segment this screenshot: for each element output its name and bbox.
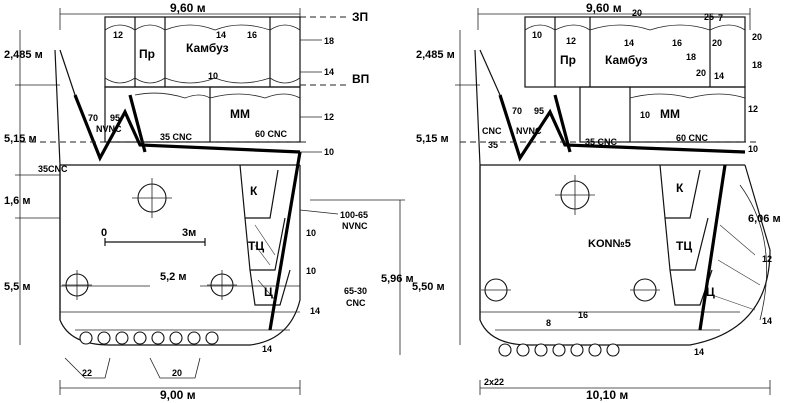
right-thick-12: 12 (566, 36, 576, 46)
right-thick-12b: 12 (748, 104, 758, 114)
right-thick-18: 18 (686, 52, 696, 62)
left-thick-10a: 10 (208, 71, 218, 81)
left-w-52: 5,2 м (160, 271, 187, 283)
left-room-k: К (250, 184, 258, 198)
left-h-mid: 5,15 м (4, 133, 37, 145)
left-thick-10b: 10 (324, 147, 334, 157)
right-room-k: К (676, 181, 684, 195)
left-room-mm: ММ (230, 107, 250, 121)
right-thick-8: 8 (546, 318, 551, 328)
right-room-mm: ММ (660, 107, 680, 121)
left-steel-nvnc: NVNC (96, 124, 122, 134)
right-steel-cnc: CNC (482, 126, 502, 136)
right-thick-7: 7 (718, 13, 723, 23)
right-h-mid: 5,15 м (416, 133, 449, 145)
right-steel-60cnc: 60 CNC (676, 133, 709, 143)
left-label-zp: ЗП (352, 10, 368, 24)
right-room-kambuz: Камбуз (605, 53, 648, 67)
left-steel-95: 95 (110, 113, 120, 123)
left-steel-70: 70 (88, 113, 98, 123)
left-thick-20: 20 (172, 368, 182, 378)
left-steel-cnc: CNC (346, 298, 366, 308)
left-steel-60cnc: 60 CNC (255, 129, 288, 139)
right-thick-20d: 20 (752, 32, 762, 42)
left-steel-35cnc-b: 35CNC (38, 164, 68, 174)
right-room-tc: ТЦ (676, 239, 692, 253)
left-thick-18: 18 (324, 36, 334, 46)
right-thick-20c: 20 (696, 68, 706, 78)
left-room-c: Ц (264, 285, 273, 299)
right-h-top: 2,485 м (416, 49, 455, 61)
left-thick-10d: 10 (306, 266, 316, 276)
right-width-top: 9,60 м (586, 1, 622, 15)
left-thick-12: 12 (113, 30, 123, 40)
left-room-tc: ТЦ (248, 239, 264, 253)
right-thick-25: 25 (704, 12, 714, 22)
left-scale-3: 3м (182, 227, 196, 239)
right-thick-10c: 10 (748, 144, 758, 154)
right-thick-10a: 10 (532, 30, 542, 40)
right-h-550: 5,50 м (412, 281, 445, 293)
right-thick-12c: 12 (762, 254, 772, 264)
left-thick-14b: 14 (324, 67, 334, 77)
right-thick-16b: 16 (578, 310, 588, 320)
left-thick-22: 22 (82, 368, 92, 378)
left-width-top: 9,60 м (170, 1, 206, 15)
right-steel-nvnc: NVNC (516, 126, 542, 136)
right-steel-95: 95 (534, 106, 544, 116)
left-h-596: 5,96 м (381, 273, 414, 285)
right-steel-70: 70 (512, 106, 522, 116)
left-width-bottom: 9,00 м (160, 388, 196, 402)
left-scale-0: 0 (101, 227, 107, 239)
left-steel-65-30: 65-30 (344, 286, 367, 296)
left-h-55: 5,5 м (4, 281, 31, 293)
right-thick-20b: 20 (712, 38, 722, 48)
left-steel-35cnc-a: 35 CNC (160, 132, 193, 142)
left-thick-14c: 14 (310, 306, 320, 316)
left-h-top: 2,485 м (4, 49, 43, 61)
right-room-c: Ц (706, 285, 715, 299)
right-kon: KON№5 (588, 238, 631, 250)
left-section: 9,60 м ЗП ВП 2,485 м 5,15 м 1,6 м 5,5 м … (4, 1, 414, 402)
right-h-606: 6,06 м (748, 213, 781, 225)
right-thick-20a: 20 (632, 8, 642, 18)
right-thick-16a: 16 (672, 38, 682, 48)
left-h-16: 1,6 м (4, 195, 31, 207)
left-room-pr: Пр (139, 47, 155, 61)
left-bottom-holes (79, 331, 219, 345)
right-thick-14d: 14 (694, 347, 704, 357)
right-steel-35: 35 (488, 140, 498, 150)
right-thick-14c: 14 (762, 316, 772, 326)
left-thick-14a: 14 (216, 30, 226, 40)
left-thick-10c: 10 (306, 228, 316, 238)
right-thick-14a: 14 (624, 38, 634, 48)
right-bottom-holes (498, 343, 620, 357)
right-room-pr: Пр (560, 53, 576, 67)
left-thick-12b: 12 (324, 112, 334, 122)
left-steel-100-65: 100-65 (340, 210, 368, 220)
left-room-kambuz: Камбуз (186, 41, 229, 55)
left-thick-16: 16 (247, 30, 257, 40)
right-section: 9,60 м 2,485 м 5,15 м 5,50 м Пр Камбуз 1… (412, 1, 781, 402)
left-label-vp: ВП (352, 72, 369, 86)
right-thick-18b: 18 (752, 60, 762, 70)
right-thick-2x22: 2x22 (484, 377, 504, 387)
right-thick-14b: 14 (714, 71, 724, 81)
left-steel-nvnc-b: NVNC (342, 221, 368, 231)
left-thick-14d: 14 (262, 344, 272, 354)
right-thick-10b: 10 (640, 110, 650, 120)
right-width-bottom: 10,10 м (586, 388, 628, 402)
